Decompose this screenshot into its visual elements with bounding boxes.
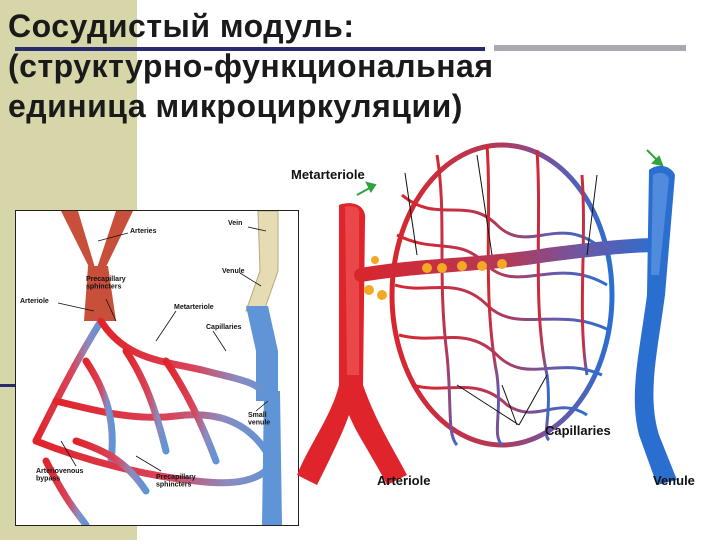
label-arteriole-right: Arteriole	[377, 473, 430, 488]
flow-arrow-out	[647, 150, 662, 165]
label-venule: Venule	[222, 268, 245, 275]
label-arteriole-left: Arteriole	[20, 298, 49, 305]
label-venule-right: Venule	[653, 473, 695, 488]
venule-vessel	[635, 166, 677, 485]
label-capillaries-right: Capillaries	[545, 423, 611, 438]
label-metarteriole-left: Metarteriole	[174, 304, 214, 311]
slide-title: Сосудистый модуль: (структурно-функциона…	[8, 6, 494, 126]
microcirculation-diagram-right: Metarteriole Capillaries Arteriole Venul…	[287, 135, 720, 540]
label-arteries: Arteries	[130, 228, 157, 235]
capillary-bed	[392, 145, 612, 445]
arteries-vessel	[61, 211, 133, 321]
metarteriole-channel	[361, 245, 659, 275]
accent-bar	[494, 45, 686, 51]
vein-vessel	[246, 211, 278, 401]
capillary-network	[36, 321, 278, 525]
label-vein: Vein	[228, 220, 242, 227]
arteriole-vessel	[297, 203, 407, 485]
label-capillaries-left: Capillaries	[206, 324, 242, 331]
label-metarteriole-right: Metarteriole	[291, 167, 365, 182]
label-leaders-right	[405, 155, 597, 425]
flow-arrow-in	[357, 183, 375, 195]
